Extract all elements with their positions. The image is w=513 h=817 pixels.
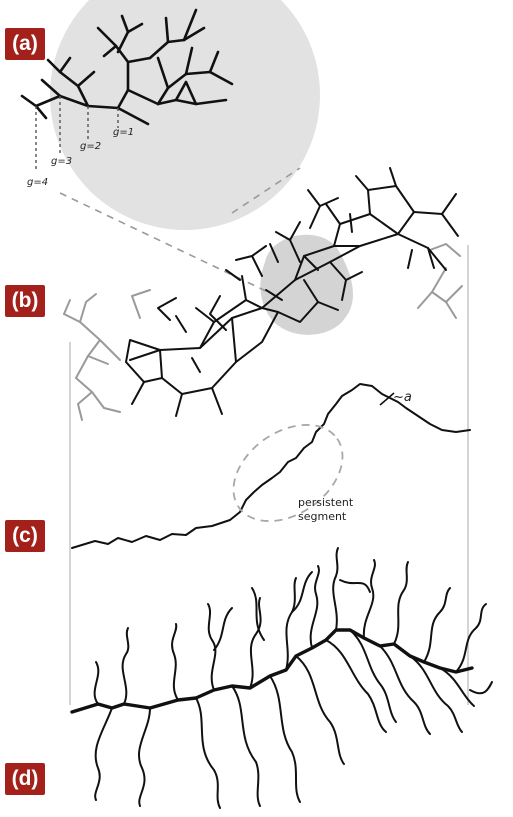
generation-label-2: g=2 <box>80 141 101 152</box>
generation-label-4: g=4 <box>27 177 48 188</box>
persistent-segment-label-line1: persistent <box>298 496 354 509</box>
backbone-chain <box>72 384 470 548</box>
segment-length-label: ~a <box>393 390 412 405</box>
generation-label-1: g=1 <box>113 127 134 138</box>
persistent-segment-label-line2: segment <box>298 510 347 523</box>
generation-label-3: g=3 <box>51 156 72 167</box>
brush-side-chains <box>95 548 492 808</box>
